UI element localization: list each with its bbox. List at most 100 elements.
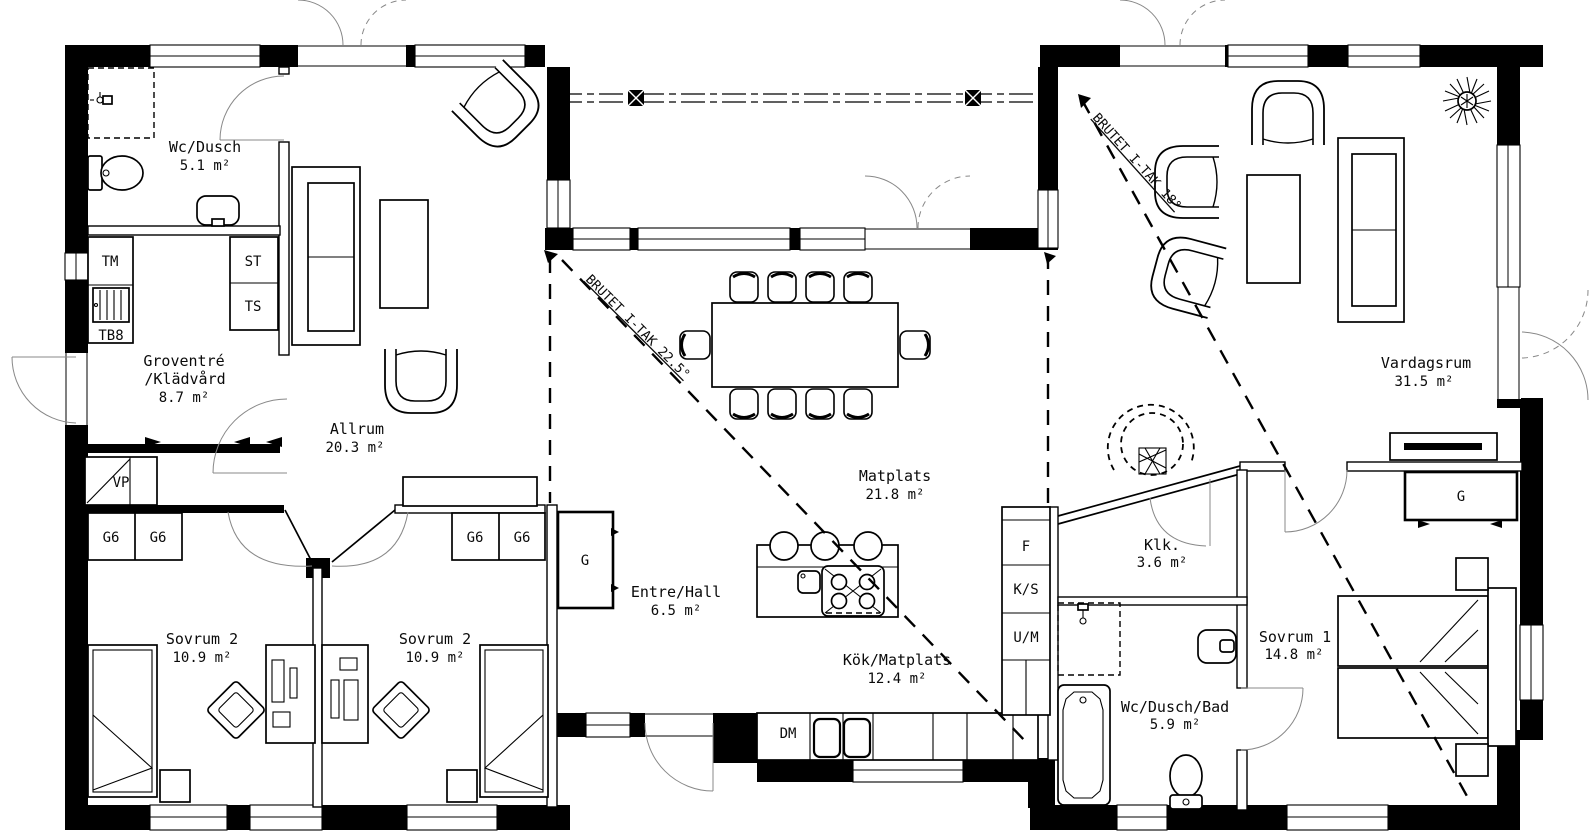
- ceiling-break-annotations: [544, 94, 1470, 799]
- label-ks: K/S: [1013, 582, 1038, 598]
- washer-cabinet: [87, 236, 134, 344]
- double-door-matplats-porch: [864, 175, 971, 229]
- wardrobe-g6-right-pair: [451, 512, 546, 561]
- shower-valve-icon: [1077, 603, 1089, 625]
- door-wc-dusch: [219, 75, 285, 141]
- interior-walls: [87, 66, 1523, 811]
- door-wc-bad: [1240, 687, 1304, 751]
- door-front-entre: [644, 722, 714, 792]
- room-label-groventre: Groventré: [143, 352, 224, 370]
- desk: [321, 644, 369, 744]
- arrow-icon: [544, 250, 558, 263]
- sovrum2-left-furniture: [87, 644, 316, 803]
- sink-bowl: [812, 717, 842, 759]
- fixture-labels: TM TB8 ST TS VP G6 G6 G6 G6 G G F K/S U/…: [98, 254, 1465, 742]
- entre-fixtures: [556, 510, 619, 610]
- wc-bad-fixtures: [1057, 602, 1237, 810]
- double-door-vardagsrum-north: [1119, 0, 1226, 46]
- door-openings: [64, 44, 1521, 738]
- room-area-allrum: 20.3 m²: [325, 440, 384, 456]
- room-area-groventre: 8.7 m²: [159, 390, 210, 406]
- porch-post: [964, 89, 982, 107]
- slide-marker: [266, 437, 282, 447]
- desk: [265, 644, 316, 744]
- nightstand: [446, 769, 478, 803]
- room-label-sovrum1: Sovrum 1: [1259, 628, 1331, 646]
- window: [414, 44, 526, 68]
- label-g-sovrum1: G: [1457, 489, 1465, 505]
- door-groventre-allrum: [212, 398, 288, 474]
- klk-fireplace: [1106, 403, 1195, 476]
- nightstand: [1455, 557, 1489, 591]
- window: [64, 252, 89, 281]
- room-label-vardagsrum: Vardagsrum: [1381, 354, 1471, 372]
- island-sink: [797, 570, 821, 594]
- vp-unit: [84, 456, 158, 506]
- window: [406, 804, 498, 831]
- slide-marker: [145, 437, 161, 447]
- coffee-table: [1246, 174, 1301, 284]
- vardagsrum-furniture: [1144, 76, 1492, 323]
- tall-cabinets: [1001, 506, 1051, 716]
- nightstand: [159, 769, 191, 803]
- shower-valve-icon: [90, 92, 113, 105]
- room-area-wc-bad: 5.9 m²: [1150, 717, 1201, 733]
- window: [1116, 804, 1168, 831]
- armchair: [384, 348, 458, 414]
- shower: [1057, 602, 1121, 676]
- room-area-sovrum2-left: 10.9 m²: [172, 650, 231, 666]
- wc-dusch-fixtures: [87, 67, 279, 344]
- room-label-matplats: Matplats: [859, 467, 931, 485]
- room-area-sovrum1: 14.8 m²: [1264, 647, 1323, 663]
- window: [637, 227, 791, 251]
- sofa: [1337, 137, 1405, 323]
- label-vp: VP: [113, 475, 130, 491]
- window: [572, 227, 631, 251]
- window: [1519, 624, 1544, 701]
- room-label-kok: Kök/Matplats: [843, 651, 951, 669]
- doors-sovrum2-pair: [227, 509, 409, 567]
- sink-bowl: [842, 717, 872, 759]
- sofa: [291, 166, 361, 346]
- arrow-icon: [1044, 252, 1056, 264]
- window: [585, 712, 631, 738]
- dining-chair: [728, 270, 760, 304]
- armchair: [1144, 231, 1228, 319]
- dining-chair: [766, 387, 798, 421]
- room-area-wc-dusch: 5.1 m²: [180, 158, 231, 174]
- label-st: ST: [245, 254, 262, 270]
- room-label-wc-dusch: Wc/Dusch: [169, 138, 241, 156]
- coffee-table: [379, 199, 429, 309]
- window: [852, 757, 964, 783]
- double-bed: [1337, 587, 1517, 747]
- double-door-allrum-north: [297, 0, 407, 46]
- door-groventre-exterior: [11, 356, 77, 424]
- room-label-allrum: Allrum: [330, 420, 384, 438]
- sink-icon: [196, 195, 240, 227]
- window: [149, 804, 228, 831]
- door-sovrum1: [1284, 469, 1348, 533]
- room-area-kok: 12.4 m²: [867, 671, 926, 687]
- armchair: [451, 59, 549, 157]
- label-um: U/M: [1013, 630, 1038, 646]
- label-dm: DM: [780, 726, 797, 742]
- porch-beam: [558, 89, 1040, 107]
- label-ts: TS: [245, 299, 262, 315]
- sovrum1-furniture: [1337, 432, 1519, 777]
- label-tm: TM: [102, 254, 119, 270]
- door-klk: [1149, 479, 1211, 547]
- armchair: [1251, 80, 1325, 146]
- doors: [11, 0, 1589, 792]
- room-label-sovrum2-left: Sovrum 2: [166, 630, 238, 648]
- window: [149, 44, 261, 68]
- bar-stool: [853, 531, 883, 561]
- desk-chair: [207, 681, 265, 739]
- room-labels: Wc/Dusch 5.1 m² Groventré /Klädvård 8.7 …: [143, 138, 1471, 733]
- room-area-matplats: 21.8 m²: [865, 487, 924, 503]
- plant-icon: [1442, 76, 1492, 126]
- desk-chair: [372, 681, 430, 739]
- sink-icon: [1197, 629, 1237, 664]
- window: [799, 227, 866, 251]
